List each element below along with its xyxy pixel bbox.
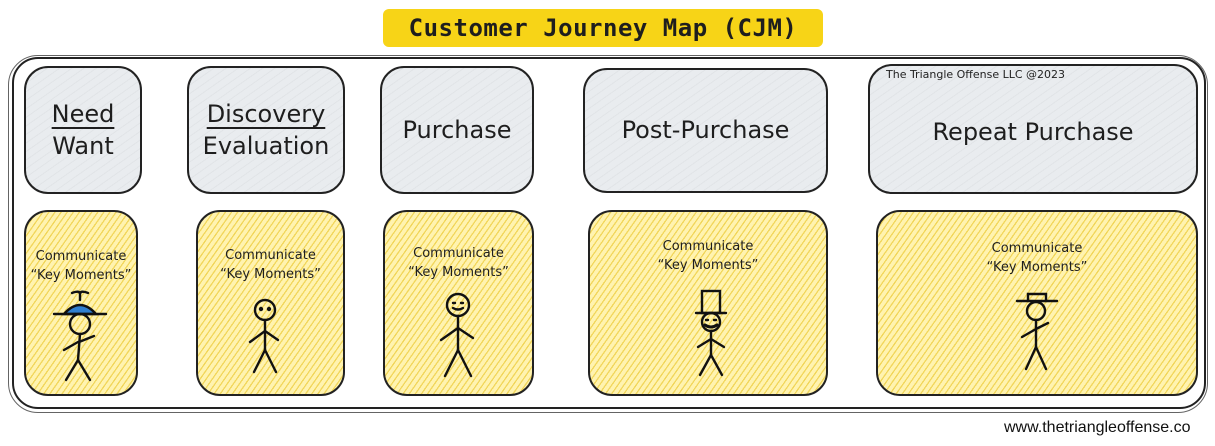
stage-post-purchase: Post-Purchase (583, 68, 828, 193)
moment-line1: Communicate (662, 239, 754, 254)
moment-box-purchase: Communicate “Key Moments” (383, 210, 534, 396)
stage-need-want: Need Want (24, 66, 142, 194)
stage-line1: Repeat Purchase (932, 117, 1134, 146)
moment-line1: Communicate (413, 246, 504, 261)
stage-line1: Need (51, 99, 115, 128)
stick-figure-plain-icon (248, 298, 280, 374)
stage-discovery-evaluation: Discovery Evaluation (187, 66, 345, 194)
moment-line2: “Key Moments” (408, 264, 509, 280)
moment-line1: Communicate (991, 241, 1083, 256)
stage-line1: Post-Purchase (621, 116, 790, 145)
moment-line2: “Key Moments” (657, 257, 759, 273)
stick-figure-propeller-hat-icon (52, 290, 108, 382)
moment-box-post-purchase: Communicate “Key Moments” (588, 210, 828, 396)
stage-line2: Want (52, 132, 114, 160)
stage-repeat-purchase: Repeat Purchase (868, 64, 1198, 194)
stage-line2: Evaluation (202, 132, 330, 160)
stick-figure-fedora-icon (1015, 292, 1059, 371)
stick-figure-top-hat-icon (694, 289, 728, 377)
moment-line1: Communicate (225, 248, 316, 263)
stage-purchase: Purchase (380, 66, 534, 194)
credit-text: The Triangle Offense LLC @2023 (886, 68, 1066, 81)
moment-line2: “Key Moments” (30, 267, 132, 283)
moment-line2: “Key Moments” (220, 266, 321, 282)
outer-frame-stroke (8, 55, 1208, 413)
stick-figure-smiling-icon (439, 292, 475, 378)
moment-line2: “Key Moments” (986, 259, 1088, 275)
map-title: Customer Journey Map (CJM) (383, 9, 823, 47)
outer-frame (12, 57, 1206, 409)
footer-url: www.thetriangleoffense.co (1004, 419, 1191, 436)
stage-line1: Purchase (402, 115, 512, 144)
moment-line1: Communicate (35, 249, 127, 264)
stage-line1: Discovery (206, 99, 326, 128)
